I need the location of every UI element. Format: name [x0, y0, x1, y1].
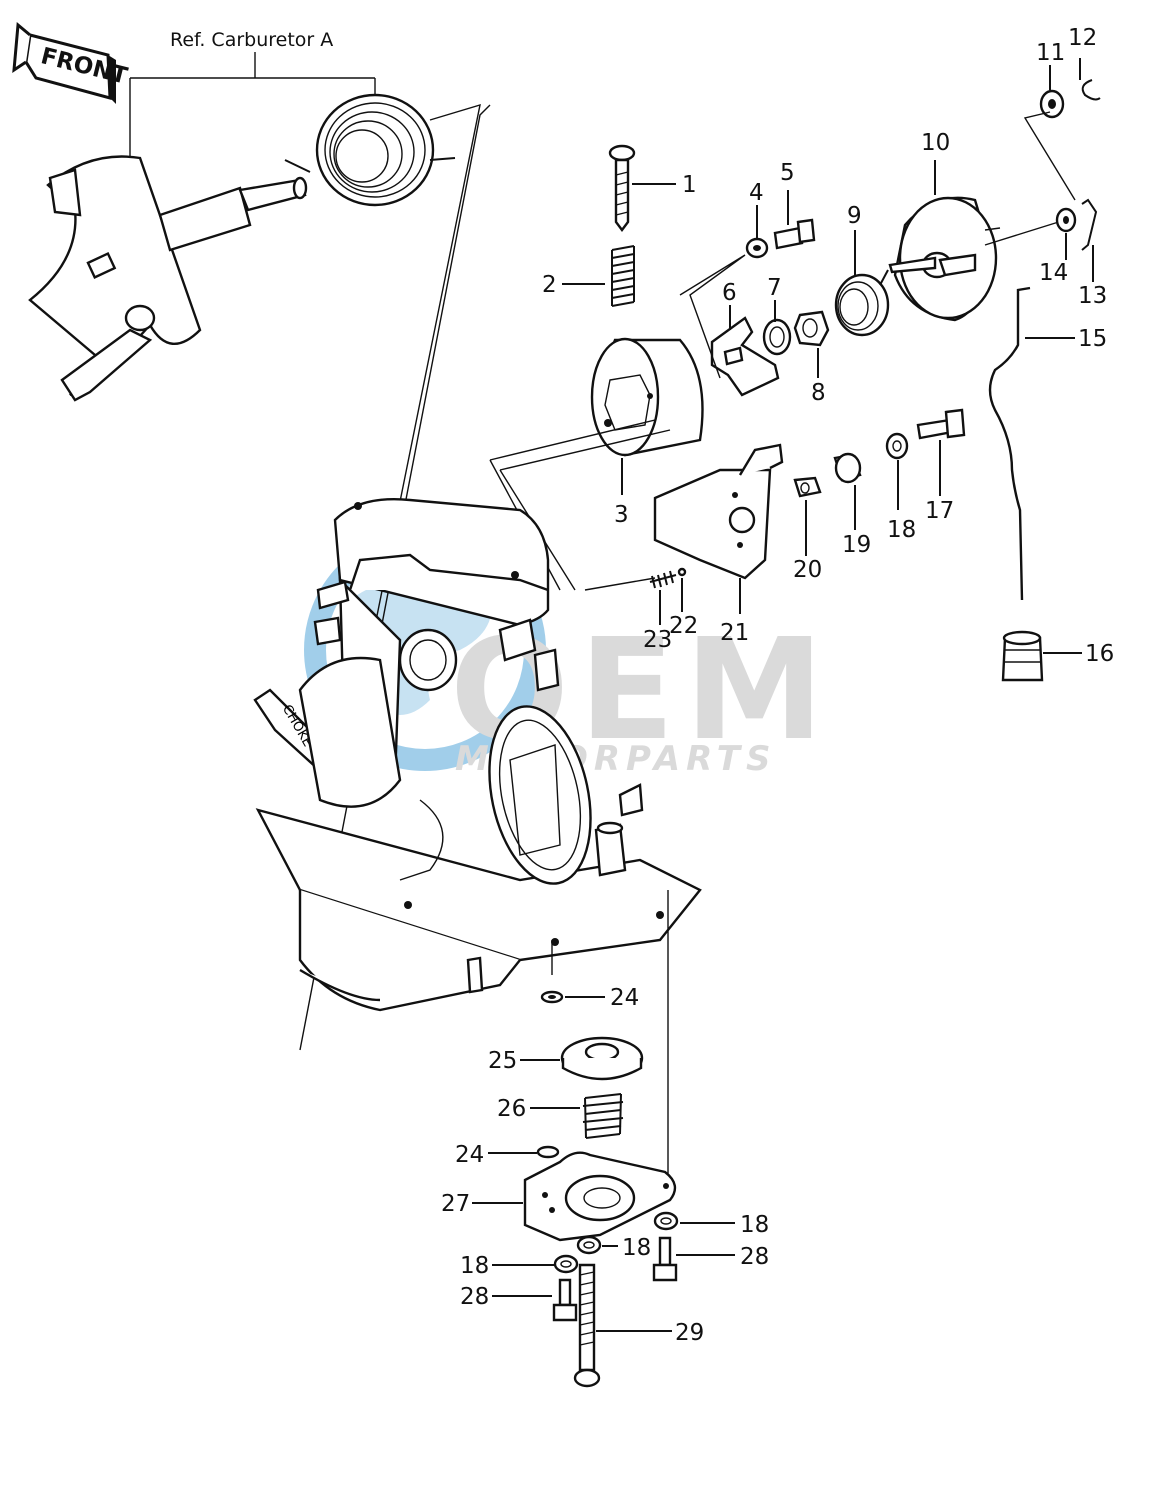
pulley-drum-part-3	[590, 337, 704, 457]
screw-part-28-right	[652, 1236, 678, 1282]
weight-part-16	[1001, 630, 1044, 682]
bracket-part-21	[653, 443, 784, 580]
label-28-right: 28	[740, 1244, 769, 1270]
carburetor-a-choke-assembly	[28, 93, 491, 1051]
screw-part-28-left	[552, 1278, 578, 1322]
washer-part-24-lower	[536, 1145, 560, 1159]
label-15: 15	[1078, 326, 1107, 352]
label-20: 20	[793, 557, 822, 583]
label-11: 11	[1036, 40, 1065, 66]
label-2: 2	[542, 272, 557, 298]
label-29: 29	[675, 1320, 704, 1346]
spring-part-9	[834, 269, 890, 337]
washer-part-18-left	[553, 1254, 579, 1274]
label-24-lower: 24	[455, 1142, 484, 1168]
label-19: 19	[842, 532, 871, 558]
label-14: 14	[1039, 260, 1068, 286]
nut-part-8	[793, 310, 830, 347]
label-4: 4	[749, 180, 764, 206]
screw-part-29	[573, 1263, 601, 1388]
washer-part-18-right	[653, 1211, 679, 1231]
label-26: 26	[497, 1096, 526, 1122]
spring-part-22	[677, 567, 687, 577]
label-3: 3	[614, 502, 629, 528]
label-5: 5	[780, 160, 795, 186]
label-18-left: 18	[460, 1253, 489, 1279]
washer-part-14	[1055, 207, 1077, 233]
spring-part-26	[582, 1093, 624, 1139]
ref-carburetor-a-label: Ref. Carburetor A	[170, 29, 333, 51]
label-18-mid: 18	[622, 1235, 651, 1261]
washer-part-7	[762, 318, 792, 356]
label-8: 8	[811, 380, 826, 406]
pin-part-13	[1081, 198, 1098, 251]
label-24-upper: 24	[610, 985, 639, 1011]
coil-spring-icon	[284, 93, 456, 207]
screw-part-1	[608, 144, 636, 232]
label-18: 18	[887, 517, 916, 543]
clip-part-12	[1081, 79, 1101, 101]
label-16: 16	[1085, 641, 1114, 667]
washer-part-18-upper	[885, 432, 909, 460]
label-28-left: 28	[460, 1284, 489, 1310]
part-number-labels: 1 2 3 4 5 6 7 8 9 10 11 12 13 14 15 16 1…	[441, 25, 1114, 1346]
label-17: 17	[925, 498, 954, 524]
label-1: 1	[682, 172, 697, 198]
label-18-right: 18	[740, 1212, 769, 1238]
front-arrow-badge: FRONT	[12, 22, 130, 104]
label-23: 23	[643, 627, 672, 653]
rod-part-15	[988, 286, 1031, 601]
diaphragm-part-25	[560, 1036, 644, 1081]
bolt-part-5	[773, 218, 816, 250]
washer-part-20	[793, 476, 822, 498]
pulley-plate-part-10	[888, 196, 1066, 322]
carburetor-body: CHOKE	[253, 498, 702, 1012]
bracket-part-6	[710, 316, 780, 397]
label-6: 6	[722, 280, 737, 306]
washer-part-18-mid	[576, 1235, 602, 1255]
spring-part-23	[649, 570, 677, 589]
leader-lines	[472, 58, 1094, 1332]
cover-part-27	[523, 1151, 677, 1242]
ref-carburetor-a-group: Ref. Carburetor A	[129, 29, 376, 160]
collar-part-19	[833, 452, 862, 484]
label-21: 21	[720, 620, 749, 646]
label-7: 7	[767, 275, 782, 301]
washer-part-4	[745, 237, 769, 259]
label-12: 12	[1068, 25, 1097, 51]
label-27: 27	[441, 1191, 470, 1217]
spring-part-2	[611, 245, 635, 307]
screw-part-17	[916, 408, 966, 440]
label-13: 13	[1078, 283, 1107, 309]
washer-part-24-upper	[540, 990, 564, 1004]
label-22: 22	[669, 613, 698, 639]
label-9: 9	[847, 203, 862, 229]
label-10: 10	[921, 130, 950, 156]
washer-part-11	[1039, 89, 1065, 119]
label-25: 25	[488, 1048, 517, 1074]
